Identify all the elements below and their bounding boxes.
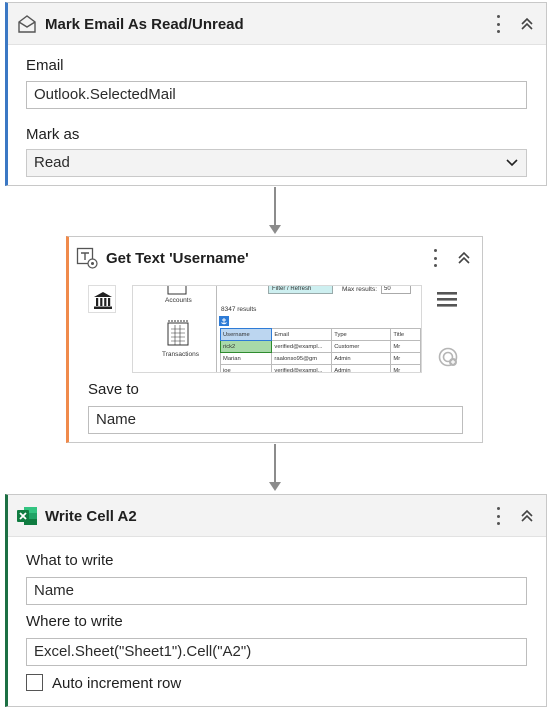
bank-icon-button[interactable]	[88, 285, 116, 313]
write-cell-title: Write Cell A2	[45, 508, 137, 525]
table-cell: Customer	[331, 340, 392, 353]
connector-line	[274, 444, 276, 482]
preview-max-results-label: Max results:	[342, 286, 378, 293]
auto-increment-checkbox[interactable]	[26, 674, 43, 691]
preview-max-results-value: 50	[381, 286, 411, 294]
table-header-cell: Type	[331, 328, 392, 341]
target-icon[interactable]	[438, 347, 460, 369]
save-to-label: Save to	[88, 381, 139, 398]
table-row: Marian raalonso95@gm Admin Mr	[219, 352, 421, 365]
table-cell: Mr	[390, 340, 421, 353]
mark-email-title: Mark Email As Read/Unread	[45, 16, 244, 33]
what-to-write-field[interactable]: Name	[26, 577, 527, 605]
table-cell: Admin	[331, 352, 392, 365]
mark-as-selected-value: Read	[34, 154, 70, 171]
target-screenshot-preview: Accounts Transactions Filter / Refresh M…	[132, 285, 422, 373]
table-row: Username Email Type Title	[219, 328, 421, 341]
arrow-down-icon	[269, 225, 281, 234]
arrow-down-icon	[269, 482, 281, 491]
chevron-double-up-icon[interactable]	[456, 250, 472, 266]
chevron-double-up-icon[interactable]	[519, 16, 535, 32]
table-cell: rick2	[219, 340, 273, 353]
connector-line	[274, 187, 276, 225]
anchor-icon	[219, 316, 229, 326]
hamburger-icon[interactable]	[436, 289, 458, 309]
table-cell: verified@exampl...	[271, 340, 333, 353]
table-cell: Mr	[390, 352, 421, 365]
table-cell: verified@exampl...	[271, 364, 333, 372]
what-to-write-label: What to write	[26, 552, 114, 569]
table-row: joe verified@exampl... Admin Mr	[219, 364, 421, 372]
bank-icon	[94, 292, 112, 309]
preview-side-panel: Accounts Transactions	[133, 286, 217, 372]
preview-filter-button: Filter / Refresh	[268, 286, 333, 294]
email-label: Email	[26, 57, 64, 74]
table-header-cell: Title	[390, 328, 421, 341]
where-to-write-label: Where to write	[26, 613, 123, 630]
accounts-icon	[167, 286, 187, 295]
table-cell: Mr	[390, 364, 421, 372]
transactions-icon	[167, 320, 189, 346]
preview-results-count: 8347 results	[221, 306, 257, 313]
preview-transactions-label: Transactions	[162, 351, 199, 358]
table-header-cell: Username	[219, 328, 273, 341]
get-text-header[interactable]: Get Text 'Username'	[69, 237, 482, 279]
get-text-activity[interactable]: Get Text 'Username' Accounts	[66, 236, 483, 443]
get-text-title: Get Text 'Username'	[106, 250, 249, 267]
text-selection-icon	[76, 247, 98, 269]
mark-as-dropdown[interactable]: Read	[26, 149, 527, 177]
table-row: rick2 verified@exampl... Customer Mr	[219, 340, 421, 353]
preview-accounts-label: Accounts	[165, 297, 192, 304]
kebab-menu-icon[interactable]	[428, 247, 442, 269]
write-cell-header[interactable]: Write Cell A2	[8, 495, 546, 537]
mark-as-label: Mark as	[26, 126, 80, 143]
table-cell: Admin	[331, 364, 392, 372]
auto-increment-label[interactable]: Auto increment row	[52, 675, 182, 692]
envelope-icon	[18, 15, 36, 33]
kebab-menu-icon[interactable]	[491, 13, 505, 35]
chevron-double-up-icon[interactable]	[519, 508, 535, 524]
save-to-field[interactable]: Name	[88, 406, 463, 434]
table-cell: joe	[219, 364, 273, 372]
kebab-menu-icon[interactable]	[491, 505, 505, 527]
where-to-write-field[interactable]: Excel.Sheet("Sheet1").Cell("A2")	[26, 638, 527, 666]
write-cell-activity[interactable]: Write Cell A2 What to write Name Where t…	[5, 494, 547, 707]
email-field[interactable]: Outlook.SelectedMail	[26, 81, 527, 109]
table-header-cell: Email	[271, 328, 333, 341]
mark-email-header[interactable]: Mark Email As Read/Unread	[8, 3, 546, 45]
mark-email-activity[interactable]: Mark Email As Read/Unread Email Outlook.…	[5, 2, 547, 186]
chevron-down-icon	[506, 159, 518, 167]
table-cell: raalonso95@gm	[271, 352, 333, 365]
excel-icon	[17, 507, 37, 525]
table-cell: Marian	[219, 352, 273, 365]
preview-results-table: Username Email Type Title rick2 verified…	[219, 328, 421, 372]
